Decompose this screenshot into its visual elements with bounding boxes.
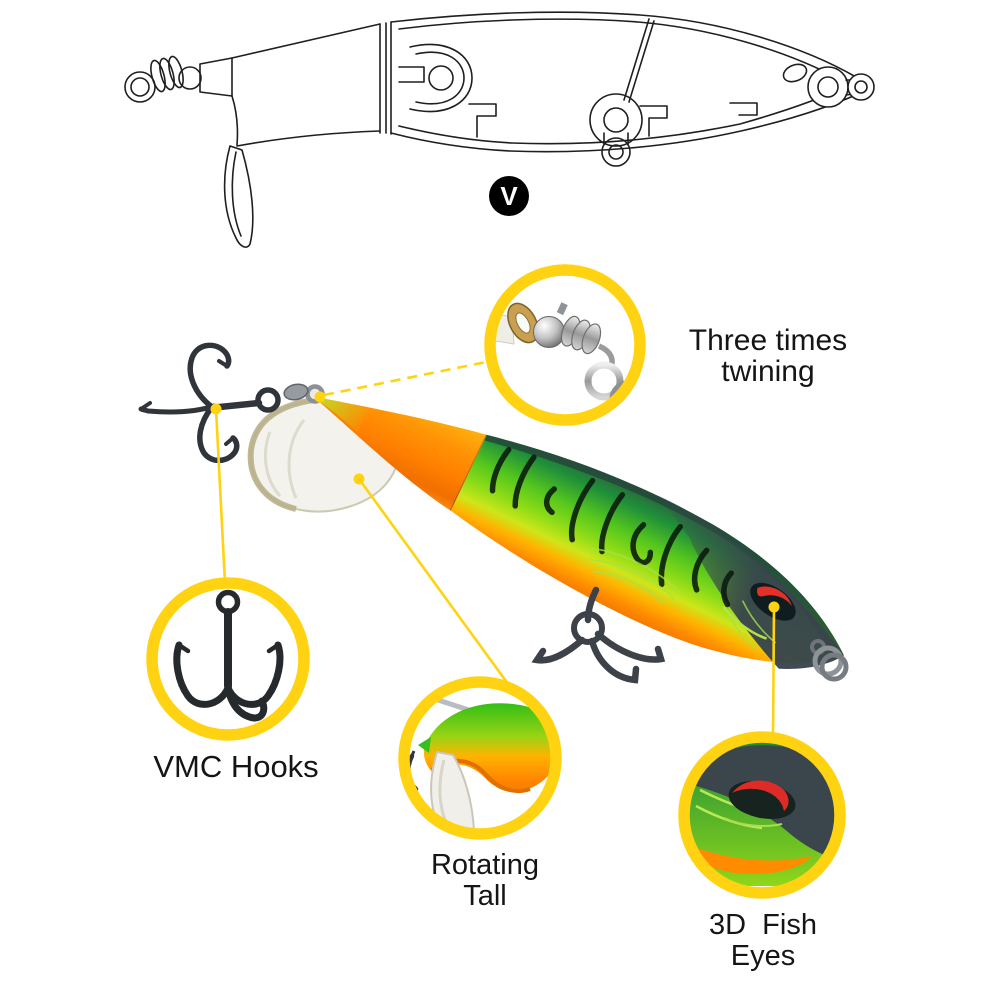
callout-eyes xyxy=(678,731,846,899)
rotating-circle-ring xyxy=(398,676,562,840)
fin-etching xyxy=(590,547,777,650)
tail-closeup xyxy=(409,697,551,829)
label-line: VMC Hooks xyxy=(153,749,319,784)
eyes-circle-ring xyxy=(678,731,846,899)
lure-photo xyxy=(138,342,849,684)
label-line: Rotating xyxy=(430,849,539,881)
head-split-ring xyxy=(810,639,849,682)
label-three-times-twining: Three times twining xyxy=(638,325,898,387)
belly-treble-hook xyxy=(531,586,666,684)
callout-line-eyes xyxy=(771,606,776,739)
label-line: Three times xyxy=(688,324,848,357)
swivel-circle-ring xyxy=(484,264,646,426)
callout-dot-vmc xyxy=(210,403,222,415)
tiger-stripes xyxy=(489,446,735,608)
callout-dot-twining xyxy=(314,391,326,403)
label-line: 3D Fish xyxy=(709,909,817,941)
callout-vmc xyxy=(146,577,310,741)
label-line: twining xyxy=(721,355,815,388)
callout-connectors xyxy=(214,359,776,739)
callout-line-twining xyxy=(323,359,492,397)
callout-swivel xyxy=(484,264,646,426)
tail-swivel xyxy=(283,383,309,401)
drawing-nose-eyelet xyxy=(782,63,875,108)
callout-line-rotating xyxy=(357,478,513,689)
label-3d-fish-eyes: 3D Fish Eyes xyxy=(643,910,883,972)
label-rotating-tail: Rotating Tall xyxy=(365,850,605,912)
callout-dot-eyes xyxy=(768,601,780,613)
down-arrow-badge: V xyxy=(489,176,529,216)
lure-body xyxy=(318,398,844,669)
callout-line-vmc xyxy=(214,408,227,584)
drawing-front-hanger xyxy=(398,43,473,113)
drawing-rotating-blade xyxy=(223,145,254,248)
drawing-swivel xyxy=(124,55,233,103)
callout-rotating xyxy=(398,676,562,840)
vmc-circle-ring xyxy=(146,577,310,741)
callout-dot-rotating xyxy=(353,473,365,485)
treble-hook-closeup xyxy=(173,589,284,722)
label-line: Eyes xyxy=(730,940,796,972)
down-arrow-letter: V xyxy=(500,181,518,211)
callout-dots xyxy=(210,391,780,613)
drawing-tail-cone xyxy=(231,21,392,147)
swivel-closeup xyxy=(495,302,635,415)
label-line: Tall xyxy=(463,880,507,912)
eye-closeup xyxy=(689,742,835,886)
label-vmc-hooks: VMC Hooks xyxy=(116,751,356,782)
technical-line-drawing xyxy=(124,11,875,248)
drawing-belly-hanger xyxy=(589,18,655,167)
drawing-internal-steps xyxy=(468,102,758,138)
